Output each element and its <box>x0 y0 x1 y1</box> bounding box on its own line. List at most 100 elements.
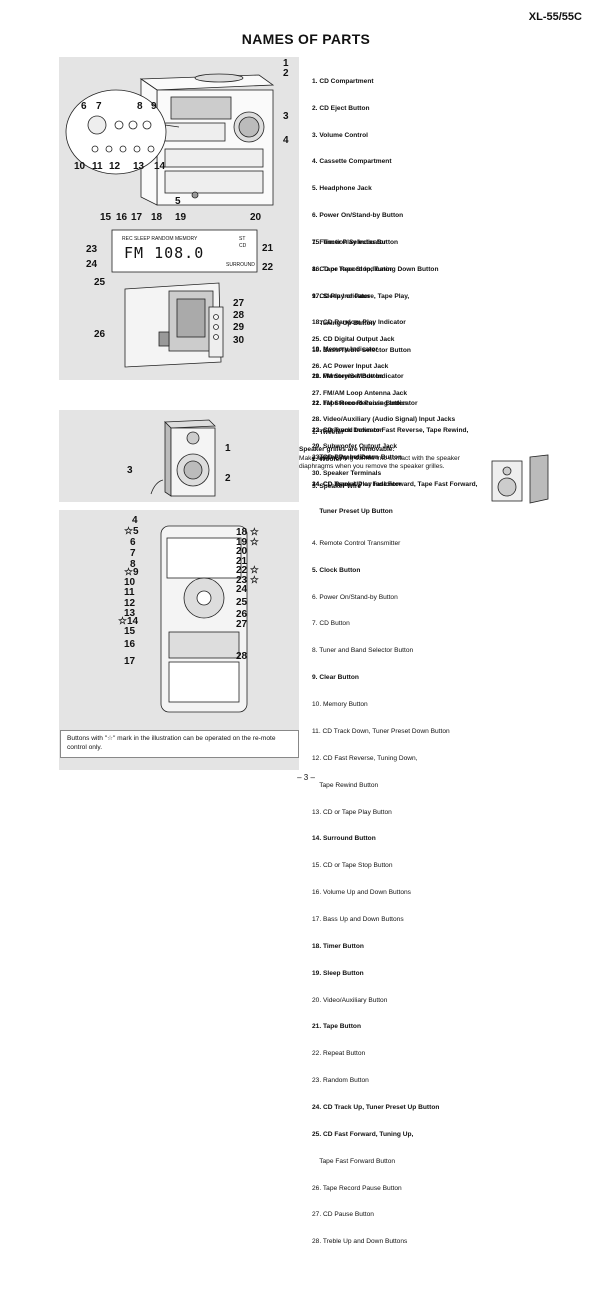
callout-24: 24 <box>86 259 98 270</box>
callout-25: 25 <box>94 277 106 288</box>
callout-14: 14 <box>154 161 166 172</box>
list-item: 15. Timer Play Indicator <box>312 238 386 246</box>
speaker-callout-1: 1 <box>225 443 231 454</box>
list-item: 3. Volume Control <box>312 131 368 139</box>
list-item: 21. Tape Button <box>312 1023 361 1031</box>
list-item: 23. CD Play Indicator <box>312 453 378 461</box>
remote-callout-5: ☆5 <box>124 526 139 537</box>
callout-21: 21 <box>262 243 274 254</box>
callout-12: 12 <box>109 161 121 172</box>
main-unit-list: 1. CD Compartment 2. CD Eject Button 3. … <box>312 60 478 526</box>
remote-callout-26: 26 <box>236 609 248 620</box>
list-item: 2. CD Eject Button <box>312 104 370 112</box>
remote-callout-4: 4 <box>132 515 138 526</box>
list-item: 5. Headphone Jack <box>312 185 372 193</box>
list-item: 24. CD Track Up, Tuner Preset Up Button <box>312 1103 440 1111</box>
list-item: 18. Timer Button <box>312 942 364 950</box>
callout-23: 23 <box>86 244 98 255</box>
list-item: 10. Bass/Treble Selector Button <box>312 346 411 354</box>
list-item: 1. Tweeter <box>312 428 344 436</box>
list-item: 17. Bass Up and Down Buttons <box>312 915 404 923</box>
callout-30: 30 <box>233 335 245 346</box>
speaker-grille-illustration <box>491 454 549 504</box>
list-item: 13. CD Track Down or Fast Reverse, Tape … <box>312 427 469 435</box>
list-item: Tape Fast Forward Button <box>312 1157 396 1165</box>
callout-29: 29 <box>233 322 245 333</box>
list-item: 27. CD Pause Button <box>312 1211 374 1219</box>
remote-callout-7: 7 <box>130 548 136 559</box>
remote-callout-13: 13 <box>124 608 136 619</box>
list-item: 26. Tape Record Pause Button <box>312 1184 402 1192</box>
list-item: 26. AC Power Input Jack <box>312 362 389 370</box>
list-item: 7. Function Selector Button <box>312 239 399 247</box>
list-item: 28. Treble Up and Down Buttons <box>312 1238 408 1246</box>
list-item: 23. Random Button <box>312 1077 369 1085</box>
list-item: 28. Video/Auxiliary (Audio Signal) Input… <box>312 416 456 424</box>
list-item: 17. Sleep Indicator <box>312 292 371 300</box>
speaker-list: 1. Tweeter 2. Woofer 3. Speaker Wire <box>312 411 361 501</box>
list-item: 21. FM Stereo Receiving Indicator <box>312 400 418 408</box>
list-item: 13. CD or Tape Play Button <box>312 808 392 816</box>
list-item: 15. CD or Tape Stop Button <box>312 862 393 870</box>
list-item: 16. Volume Up and Down Buttons <box>312 889 411 897</box>
callout-6: 6 <box>81 101 87 112</box>
remote-callout-14: ☆14 <box>118 616 139 627</box>
callout-7: 7 <box>96 101 102 112</box>
remote-callout-11: 11 <box>124 587 135 598</box>
rear-jack-list: 25. CD Digital Output Jack 26. AC Power … <box>312 318 455 488</box>
list-item: 27. FM/AM Loop Antenna Jack <box>312 389 408 397</box>
list-item: Tuner Preset Down Button <box>312 453 402 461</box>
remote-callout-27: 27 <box>236 619 248 630</box>
callout-4: 4 <box>283 135 289 146</box>
list-item: 12. Tape Record Pause Button <box>312 400 407 408</box>
list-item: Tuner Preset Up Button <box>312 507 393 515</box>
remote-callout-25: 25 <box>236 597 248 608</box>
callout-19: 19 <box>175 212 187 223</box>
remote-callout-24: 24 <box>236 584 248 595</box>
callout-9: 9 <box>151 101 157 112</box>
list-item: Tuning Up Button <box>312 319 375 327</box>
list-item: 29. Subwoofer Output Jack <box>312 443 398 451</box>
list-item: 18. CD Random Play Indicator <box>312 319 406 327</box>
remote-callout-16: 16 <box>124 639 136 650</box>
remote-callout-9: ☆9 <box>124 567 139 578</box>
callout-15: 15 <box>100 212 112 223</box>
callout-1: 1 <box>283 58 289 69</box>
speaker-note-text: Make sure nothing comes into contact wit… <box>299 454 460 471</box>
list-item: 8. Tuner and Band Selector Button <box>312 647 414 655</box>
list-item: 8. CD or Tape Stop, Tuning Down Button <box>312 265 439 273</box>
list-item: 19. Memory Indicator <box>312 346 378 354</box>
list-item: 10. Memory Button <box>312 701 368 709</box>
speaker-note-title: Speaker grilles are removable: <box>299 446 395 453</box>
page-number: – 3 – <box>297 773 315 782</box>
remote-callout-19: 19 ☆ <box>236 537 259 548</box>
callout-16: 16 <box>116 212 128 223</box>
list-item: 14. Surround Button <box>312 835 376 843</box>
indicator-list: 15. Timer Play Indicator 16. Tape Record… <box>312 221 418 499</box>
speaker-callout-2: 2 <box>225 473 231 484</box>
callout-11: 11 <box>92 161 103 172</box>
remote-callout-23: 23 ☆ <box>236 575 259 586</box>
list-item: 5. Clock Button <box>312 566 361 574</box>
display-top-row: REC SLEEP RANDOM MEMORY <box>122 236 198 242</box>
list-item: 12. CD Fast Reverse, Tuning Down, <box>312 754 418 762</box>
speaker-callout-3: 3 <box>127 465 133 476</box>
list-item: 1. CD Compartment <box>312 77 374 85</box>
callout-10: 10 <box>74 161 86 172</box>
list-item: 22. Repeat Button <box>312 1050 366 1058</box>
list-item: 11. CD Track Down, Tuner Preset Down But… <box>312 727 450 735</box>
remote-callout-22: 22 ☆ <box>236 565 259 576</box>
remote-callout-28: 28 <box>236 651 248 662</box>
callout-28: 28 <box>233 310 245 321</box>
list-item: 9. CD Play or Pause, Tape Play, <box>312 292 410 300</box>
callout-26: 26 <box>94 329 106 340</box>
remote-callout-10: 10 <box>124 577 136 588</box>
remote-note: Buttons with "☆" mark in the illustratio… <box>60 730 299 758</box>
callout-5: 5 <box>175 196 181 207</box>
callout-20: 20 <box>250 212 262 223</box>
remote-callout-21: 21 <box>236 556 248 567</box>
list-item: 16. Tape Record Indicator <box>312 265 393 273</box>
list-item: 2. Woofer <box>312 455 342 463</box>
page-title: NAMES OF PARTS <box>241 31 371 47</box>
list-item: 22. Surround Indicator <box>312 426 383 434</box>
